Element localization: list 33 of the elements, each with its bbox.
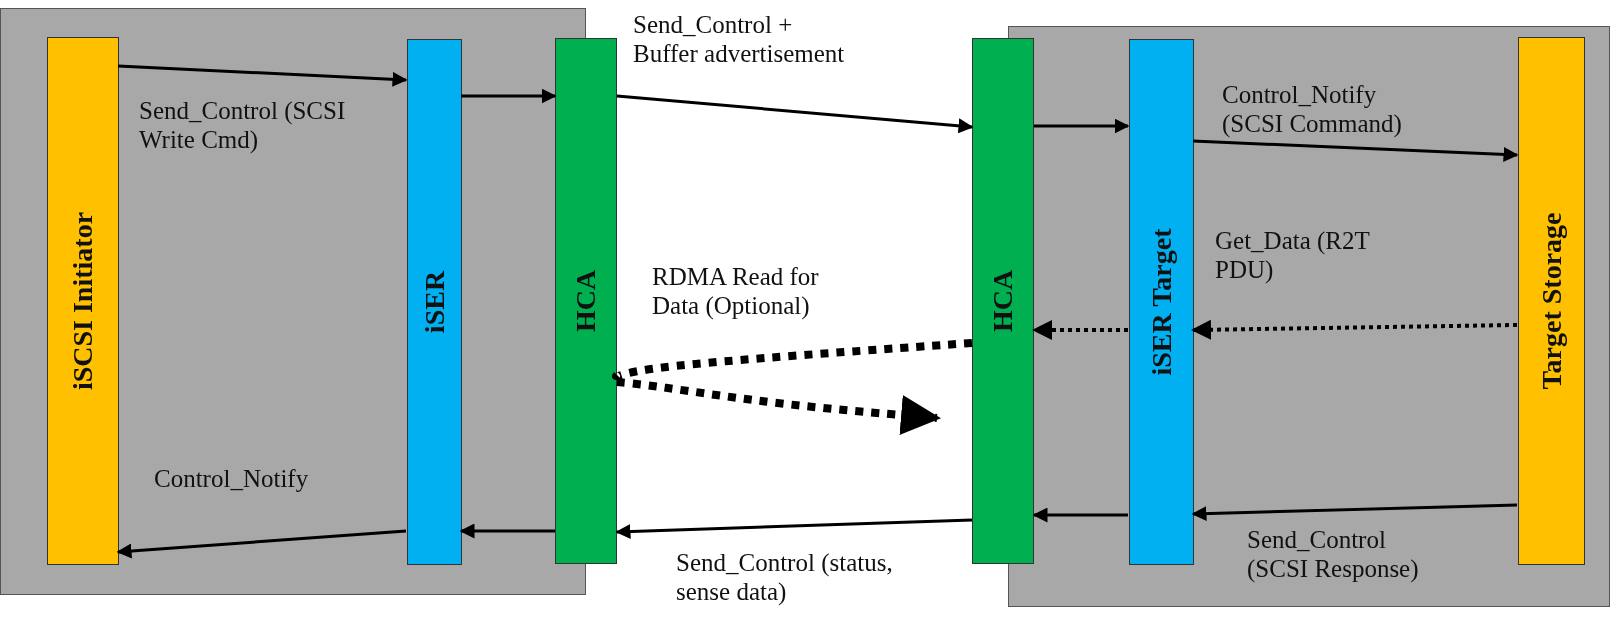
arrow: [459, 523, 555, 539]
arrow: [1032, 507, 1128, 523]
layer-label: iSER: [418, 270, 451, 334]
arrow: [616, 94, 974, 134]
edge-label: RDMA Read for Data (Optional): [652, 262, 820, 320]
arrow: [615, 518, 973, 540]
arrow: [461, 88, 557, 104]
arrow: [1192, 139, 1519, 162]
layer-label: iSER Target: [1145, 228, 1178, 376]
layer-label: iSCSI Initiator: [67, 211, 99, 391]
layer-bar: [555, 38, 617, 564]
layer-bar: [972, 38, 1034, 564]
layer-bar: [47, 37, 119, 565]
layer-label: HCA: [570, 269, 602, 333]
edge-label: Get_Data (R2T PDU): [1215, 226, 1371, 284]
arrow: [116, 529, 407, 559]
edge-label: Send_Control (SCSI Response): [1247, 525, 1420, 583]
layer-bar: [1129, 39, 1194, 565]
edge-label: Control_Notify: [154, 464, 310, 493]
layer-bar: [1518, 37, 1585, 565]
arrow: [117, 64, 408, 87]
edge-label: Send_Control + Buffer advertisement: [633, 10, 846, 68]
layer-label: HCA: [987, 269, 1019, 333]
arrow: [616, 378, 941, 435]
edge-label: Send_Control (SCSI Write Cmd): [139, 96, 347, 154]
arrow: [1191, 503, 1518, 522]
arrow: [1191, 319, 1518, 340]
layer-label: Target Storage: [1535, 212, 1568, 390]
edge-label: Send_Control (status, sense data): [676, 548, 894, 606]
layer-bar: [407, 39, 462, 565]
edge-label: Control_Notify (SCSI Command): [1222, 80, 1403, 138]
arrow: [1032, 320, 1128, 340]
arrow: [1034, 118, 1130, 134]
